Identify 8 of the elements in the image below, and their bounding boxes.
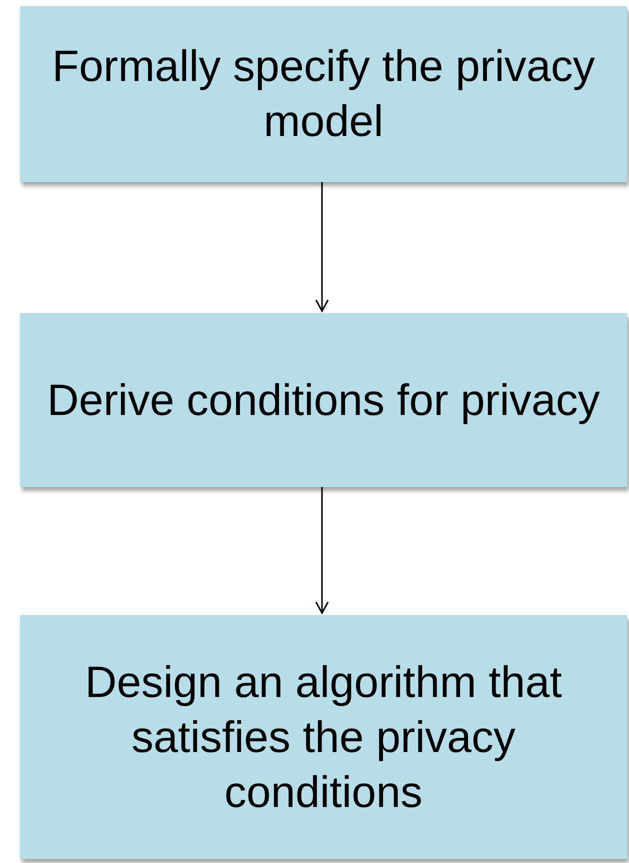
box-label: Formally specify the privacy model bbox=[51, 41, 596, 148]
arrow bbox=[315, 182, 329, 312]
process-box bbox=[20, 313, 627, 487]
process-box bbox=[20, 6, 627, 182]
box-label: Design an algorithm that satisfies the privacy conditions bbox=[84, 656, 563, 818]
arrow bbox=[315, 487, 329, 614]
box-label: Derive conditions for privacy bbox=[47, 374, 600, 426]
process-box bbox=[20, 615, 627, 859]
